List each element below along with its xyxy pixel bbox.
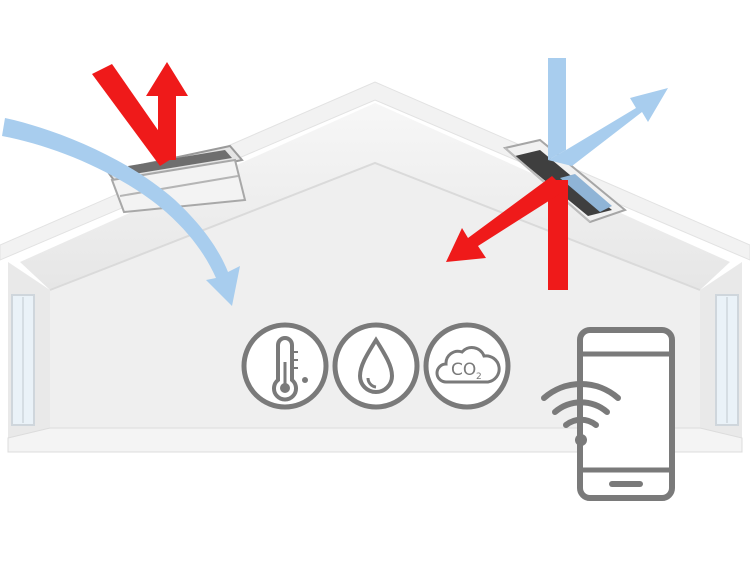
- sensor-icons: [241, 322, 511, 410]
- wifi-icon: [541, 381, 621, 428]
- co2-cloud-icon: [423, 322, 511, 410]
- roof-outer: [0, 81, 750, 261]
- cool-air-arrows: [2, 58, 668, 306]
- co2-subscript: 2: [476, 372, 482, 382]
- water-drop-icon: [332, 322, 420, 410]
- smartphone-wifi-icon: [541, 327, 675, 501]
- warm-air-arrows: [92, 62, 568, 290]
- house: [0, 81, 750, 453]
- ceiling-edge: [49, 161, 701, 291]
- floor-slab: [7, 427, 743, 453]
- cool-air-outflow-arrow: [548, 88, 668, 166]
- co2-label: CO: [451, 360, 476, 380]
- warm-air-vertical-arrow: [548, 180, 568, 290]
- cool-air-vertical-arrow: [548, 58, 566, 160]
- roof-underside: [20, 103, 730, 290]
- smartphone-body: [577, 327, 675, 501]
- warm-air-up-arrow: [146, 62, 188, 160]
- warm-air-diagonal-arrow: [92, 64, 176, 166]
- cool-air-inflow-arrow: [2, 118, 240, 306]
- back-wall: [50, 163, 700, 428]
- thermometer-icon: [241, 322, 329, 410]
- warm-air-outflow-arrow: [446, 176, 566, 262]
